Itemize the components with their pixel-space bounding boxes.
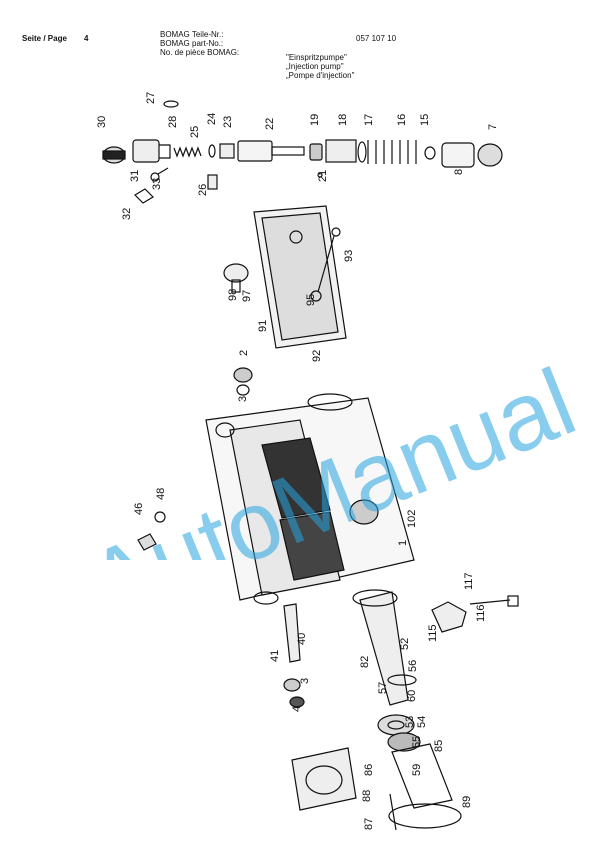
callout-40: 40 [296,633,308,645]
plunger-22 [237,140,305,162]
page-label: Seite / Page [22,34,67,43]
callout-32: 32 [121,208,133,220]
callout-19: 19 [309,114,321,126]
nut-4 [289,696,305,708]
callout-24: 24 [206,113,218,125]
callout-53: 53 [404,716,416,728]
callout-91: 91 [257,320,269,332]
pin-21 [317,172,323,178]
callout-3: 3 [299,678,311,684]
callout-117: 117 [463,572,475,590]
callout-26: 26 [197,184,209,196]
fitting-46 [137,511,166,551]
callout-54: 54 [416,716,428,728]
callout-1: 1 [397,540,409,546]
camshaft [352,589,409,706]
gasket-85 [391,743,453,809]
washer-24 [208,144,216,158]
snap-ring-27 [163,100,179,108]
cover-plate [253,205,347,349]
bushing-2 [233,367,253,383]
rack-40 [283,603,301,663]
part-label-fr: No. de pièce BOMAG: [160,48,240,57]
callout-28: 28 [167,116,179,128]
callout-93: 93 [343,250,355,262]
callout-98: 98 [227,289,239,301]
callout-31: 31 [129,170,141,182]
callout-21: 21 [317,170,329,182]
screw-88 [389,793,397,831]
bolt-116 [469,595,519,607]
callout-60: 60 [406,690,418,702]
ring-56 [387,674,417,686]
oring-89 [388,803,462,829]
callout-59: 59 [411,764,423,776]
part-label-de: BOMAG Teile-Nr.: [160,30,224,39]
callout-17: 17 [363,114,375,126]
bearing-53 [387,732,421,752]
callout-86: 86 [363,764,375,776]
callout-88: 88 [361,790,373,802]
sleeve-19 [309,143,323,161]
callout-30: 30 [96,116,108,128]
callout-48: 48 [155,488,167,500]
spring-16 [357,140,417,164]
callout-15: 15 [419,114,431,126]
clip-31 [134,188,154,204]
callout-8: 8 [453,169,465,175]
callout-23: 23 [222,116,234,128]
part-label-en: BOMAG part-No.: [160,39,224,48]
callout-92: 92 [311,350,323,362]
callout-87: 87 [363,818,375,830]
callout-22: 22 [264,118,276,130]
union-28 [132,139,171,163]
callout-52: 52 [399,638,411,650]
callout-115: 115 [427,624,439,642]
callout-57: 57 [377,682,389,694]
end-cover-86 [291,747,357,811]
callout-16: 16 [396,114,408,126]
callout-102: 102 [406,510,418,528]
clip-115 [431,601,467,633]
callout-3: 3 [237,396,249,402]
callout-4: 4 [291,706,303,712]
bolt-33 [150,167,169,182]
cap-30 [102,146,126,164]
title-en: „Injection pump" [286,62,344,71]
callout-18: 18 [337,114,349,126]
ring-3 [236,384,250,396]
title-fr: „Pompe d'injection" [286,71,355,80]
callout-56: 56 [407,660,419,672]
cap-7 [477,143,503,167]
spring-25 [173,146,202,158]
callout-2: 2 [238,350,250,356]
screw-93 [317,227,341,293]
callout-97: 97 [241,290,253,302]
valve-23 [219,143,235,159]
callout-55: 55 [411,736,423,748]
callout-116: 116 [475,604,487,622]
callout-33: 33 [151,178,163,190]
part-number: 057 107 10 [356,34,397,43]
tappet-8 [441,142,475,168]
title-de: "Einspritzpumpe" [286,53,347,62]
callout-27: 27 [145,92,157,104]
callout-46: 46 [133,503,145,515]
callout-7: 7 [487,124,499,130]
body-18 [325,139,357,163]
seat-15 [424,146,436,160]
nut-26 [207,174,218,190]
callout-85: 85 [433,740,445,752]
pump-housing [205,393,415,605]
callout-89: 89 [461,796,473,808]
knob-98 [223,263,249,293]
callout-82: 82 [359,656,371,668]
callout-95: 95 [305,294,317,306]
bushing-3b [283,678,301,692]
washer-95 [310,290,322,302]
callout-25: 25 [189,126,201,138]
page-number: 4 [84,34,89,43]
callout-41: 41 [269,650,281,662]
